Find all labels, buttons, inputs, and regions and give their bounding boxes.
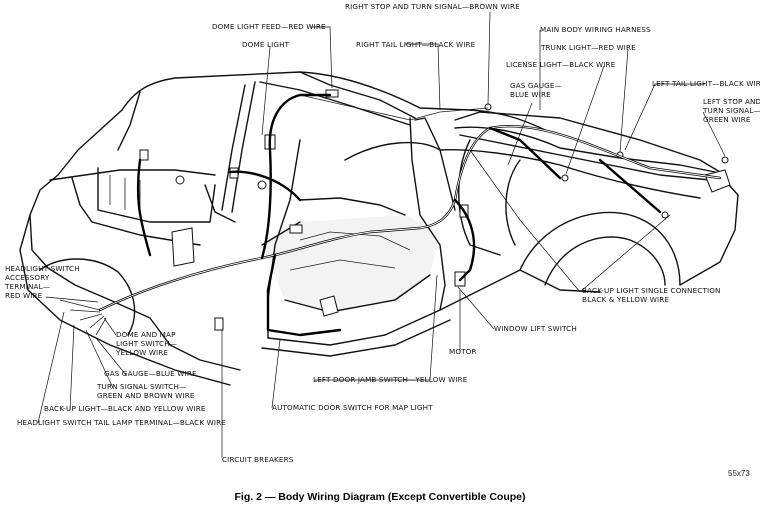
- label-dome-map-1: DOME AND MAP: [116, 330, 176, 339]
- label-window-lift: WINDOW LIFT SWITCH: [494, 324, 577, 333]
- figure-caption: Fig. 2 — Body Wiring Diagram (Except Con…: [234, 491, 525, 503]
- label-trunk-light: TRUNK LIGHT—RED WIRE: [540, 43, 636, 52]
- label-gas-gauge-blue: GAS GAUGE—BLUE WIRE: [104, 369, 197, 378]
- label-gas-gauge-2: BLUE WIRE: [510, 90, 551, 99]
- label-headlight-tail: HEADLIGHT SWITCH TAIL LAMP TERMINAL—BLAC…: [17, 418, 226, 427]
- label-left-stop-2: TURN SIGNAL—: [702, 106, 760, 115]
- label-headlight-acc-3: TERMINAL—: [4, 282, 50, 291]
- label-license-light: LICENSE LIGHT—BLACK WIRE: [506, 60, 616, 69]
- label-headlight-acc-2: ACCESSORY: [5, 273, 50, 282]
- label-turn-signal-2: GREEN AND BROWN WIRE: [97, 391, 195, 400]
- label-main-body-harness: MAIN BODY WIRING HARNESS: [540, 25, 651, 34]
- label-left-stop-1: LEFT STOP AND: [703, 97, 760, 106]
- label-turn-signal-1: TURN SIGNAL SWITCH—: [96, 382, 186, 391]
- label-right-tail-light: RIGHT TAIL LIGHT—BLACK WIRE: [356, 40, 476, 49]
- car-body-illustration: [19, 71, 739, 386]
- callout-labels: RIGHT STOP AND TURN SIGNAL—BROWN WIRE DO…: [4, 2, 760, 464]
- label-left-tail-light: LEFT TAIL LIGHT—BLACK WIRE: [652, 79, 760, 88]
- label-dome-light: DOME LIGHT: [242, 40, 290, 49]
- leader-lines: [37, 11, 726, 458]
- figure-number: 55x73: [728, 469, 750, 478]
- label-left-stop-3: GREEN WIRE: [703, 115, 751, 124]
- label-gas-gauge-1: GAS GAUGE—: [510, 81, 562, 90]
- label-backup-light: BACK-UP LIGHT—BLACK AND YELLOW WIRE: [44, 404, 206, 413]
- label-motor: MOTOR: [449, 347, 477, 356]
- label-left-door-jamb: LEFT DOOR JAMB SWITCH—YELLOW WIRE: [313, 375, 468, 384]
- label-dome-map-3: YELLOW WIRE: [115, 348, 168, 357]
- label-headlight-acc-1: HEADLIGHT SWITCH: [5, 264, 80, 273]
- wiring-harness: [59, 93, 722, 337]
- label-dome-map-2: LIGHT SWITCH—: [116, 339, 177, 348]
- label-dome-light-feed: DOME LIGHT FEED—RED WIRE: [212, 22, 326, 31]
- label-circuit-breakers: CIRCUIT BREAKERS: [222, 455, 294, 464]
- label-auto-door: AUTOMATIC DOOR SWITCH FOR MAP LIGHT: [272, 403, 433, 412]
- label-right-stop-turn: RIGHT STOP AND TURN SIGNAL—BROWN WIRE: [345, 2, 520, 11]
- label-backup-single-1: BACK-UP LIGHT SINGLE CONNECTION: [582, 286, 721, 295]
- label-headlight-acc-4: RED WIRE: [5, 291, 43, 300]
- label-backup-single-2: BLACK & YELLOW WIRE: [582, 295, 669, 304]
